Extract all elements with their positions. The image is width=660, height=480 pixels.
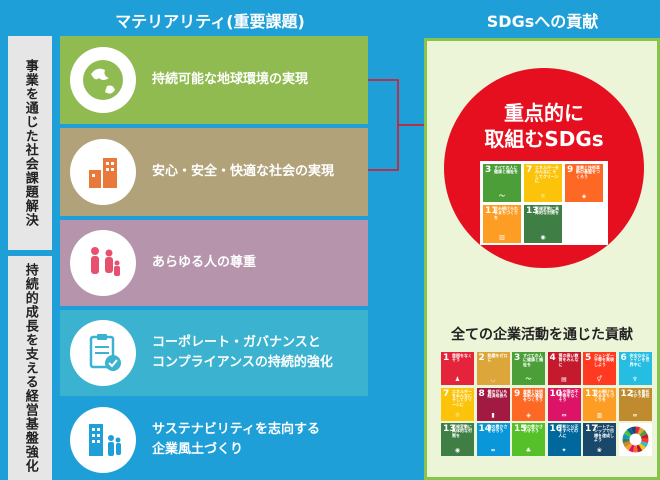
side-label-foundation-text: 持続的成長を支える経営基盤強化 xyxy=(22,263,38,473)
building-people-icon xyxy=(70,407,136,473)
materiality-label: 持続可能な地球環境の実現 xyxy=(152,71,309,87)
globe-icon xyxy=(70,47,136,113)
materiality-label: コーポレート・ガバナンスと コンプライアンスの持続的強化 xyxy=(152,334,333,370)
materiality-header: マテリアリティ(重要課題) xyxy=(115,12,305,31)
materiality-label: 安心・安全・快適な社会の実現 xyxy=(152,163,335,179)
people-icon xyxy=(70,230,136,296)
clipboard-check-icon xyxy=(70,320,136,386)
materiality-row-society: 安心・安全・快適な社会の実現 xyxy=(60,128,368,216)
sdg-logo xyxy=(618,423,652,456)
materiality-row-respect: あらゆる人の尊重 xyxy=(60,220,368,306)
materiality-row-culture: サステナビリティを志向する 企業風土づくり xyxy=(60,400,368,480)
materiality-row-environment: 持続可能な地球環境の実現 xyxy=(60,36,368,124)
sdg-wheel-icon xyxy=(622,426,648,453)
materiality-label: あらゆる人の尊重 xyxy=(152,254,257,270)
sdgs-header: SDGsへの貢献 xyxy=(486,12,599,31)
priority-sdgs-title: 重点的に 取組むSDGs xyxy=(484,101,604,151)
side-label-business-text: 事業を通じた社会課題解決 xyxy=(22,59,38,227)
buildings-icon xyxy=(70,139,136,205)
side-label-foundation: 持続的成長を支える経営基盤強化 xyxy=(8,256,52,480)
materiality-label: サステナビリティを志向する 企業風土づくり xyxy=(152,421,320,457)
side-label-business: 事業を通じた社会課題解決 xyxy=(8,36,52,250)
materiality-row-governance: コーポレート・ガバナンスと コンプライアンスの持続的強化 xyxy=(60,310,368,396)
all-activities-title: 全ての企業活動を通じた貢献 xyxy=(451,327,633,343)
